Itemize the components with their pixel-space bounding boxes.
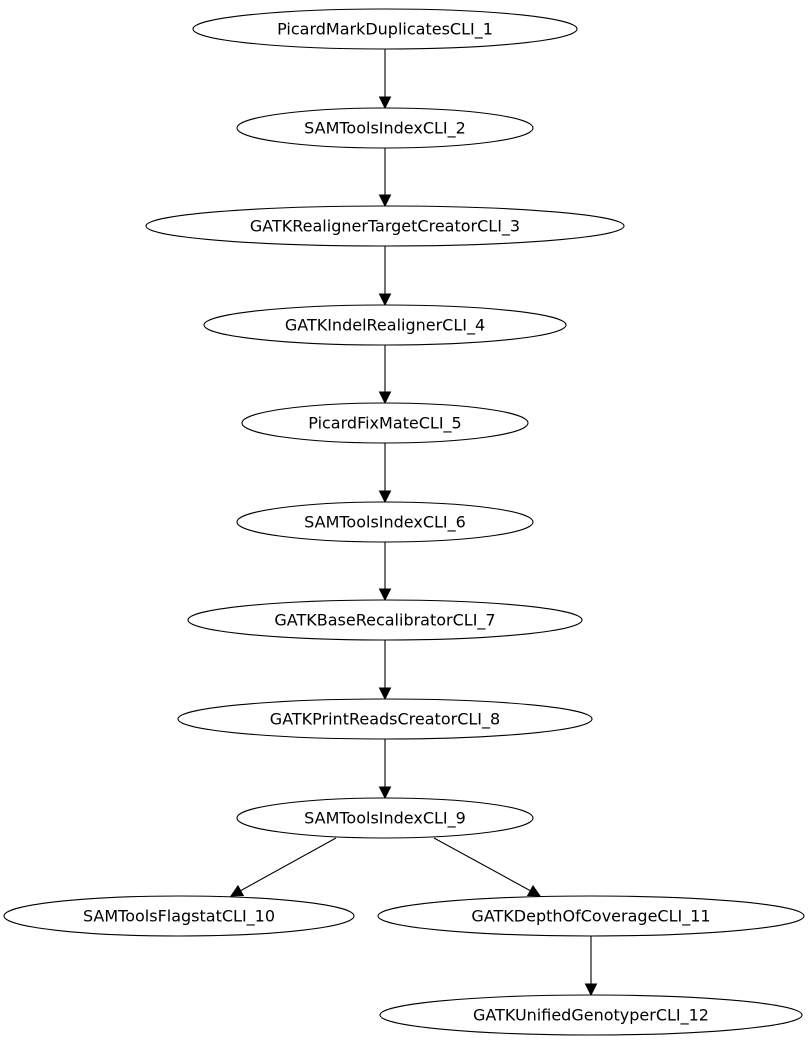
arrowhead-icon [230, 884, 245, 897]
node-ellipse [236, 797, 534, 839]
node-ellipse [192, 8, 578, 50]
edge-n4-n5 [378, 345, 392, 405]
edge-n8-n9 [378, 739, 392, 800]
edge-n7-n8 [378, 640, 392, 701]
arrowhead-icon [378, 391, 392, 405]
node-ellipse [177, 698, 593, 740]
node-n5: PicardFixMateCLI_5 [241, 402, 529, 444]
arrowhead-icon [378, 588, 392, 602]
node-n11: GATKDepthOfCoverageCLI_11 [377, 895, 805, 937]
node-n3: GATKRealignerTargetCreatorCLI_3 [145, 205, 625, 247]
edge-n9-n11 [433, 837, 541, 897]
node-ellipse [203, 304, 567, 346]
edge-n1-n2 [378, 49, 392, 110]
arrowhead-icon [378, 293, 392, 307]
edges-layer [230, 49, 598, 997]
arrowhead-icon [378, 490, 392, 504]
node-n4: GATKIndelRealignerCLI_4 [203, 304, 567, 346]
edge-n2-n3 [378, 148, 392, 208]
node-ellipse [145, 205, 625, 247]
node-n2: SAMToolsIndexCLI_2 [236, 107, 534, 149]
edge-line [433, 837, 531, 892]
node-label: GATKRealignerTargetCreatorCLI_3 [250, 217, 520, 237]
arrowhead-icon [378, 687, 392, 701]
node-label: PicardFixMateCLI_5 [308, 414, 461, 434]
node-n10: SAMToolsFlagstatCLI_10 [3, 895, 355, 937]
edge-line [240, 837, 337, 892]
node-n1: PicardMarkDuplicatesCLI_1 [192, 8, 578, 50]
node-label: PicardMarkDuplicatesCLI_1 [277, 20, 493, 40]
node-label: GATKIndelRealignerCLI_4 [285, 316, 485, 336]
node-ellipse [236, 501, 534, 543]
arrowhead-icon [378, 194, 392, 208]
node-label: SAMToolsIndexCLI_2 [304, 119, 466, 139]
edge-n11-n12 [584, 936, 598, 997]
node-ellipse [187, 599, 583, 641]
node-ellipse [241, 402, 529, 444]
node-n9: SAMToolsIndexCLI_9 [236, 797, 534, 839]
node-label: SAMToolsFlagstatCLI_10 [83, 907, 275, 927]
edge-n3-n4 [378, 246, 392, 307]
arrowhead-icon [584, 983, 598, 997]
node-n12: GATKUnifiedGenotyperCLI_12 [379, 994, 803, 1036]
node-label: SAMToolsIndexCLI_9 [304, 809, 466, 829]
arrowhead-icon [526, 884, 541, 897]
node-label: GATKBaseRecalibratorCLI_7 [274, 611, 495, 631]
node-ellipse [377, 895, 805, 937]
node-ellipse [3, 895, 355, 937]
edge-n9-n10 [230, 837, 337, 897]
node-n7: GATKBaseRecalibratorCLI_7 [187, 599, 583, 641]
node-label: SAMToolsIndexCLI_6 [304, 513, 466, 533]
arrowhead-icon [378, 786, 392, 800]
node-ellipse [379, 994, 803, 1036]
node-ellipse [236, 107, 534, 149]
node-label: GATKUnifiedGenotyperCLI_12 [473, 1006, 709, 1026]
edge-n5-n6 [378, 443, 392, 504]
nodes-layer: PicardMarkDuplicatesCLI_1SAMToolsIndexCL… [3, 8, 805, 1036]
node-label: GATKPrintReadsCreatorCLI_8 [270, 710, 500, 730]
node-n6: SAMToolsIndexCLI_6 [236, 501, 534, 543]
node-n8: GATKPrintReadsCreatorCLI_8 [177, 698, 593, 740]
arrowhead-icon [378, 96, 392, 110]
node-label: GATKDepthOfCoverageCLI_11 [471, 907, 710, 927]
edge-n6-n7 [378, 542, 392, 602]
